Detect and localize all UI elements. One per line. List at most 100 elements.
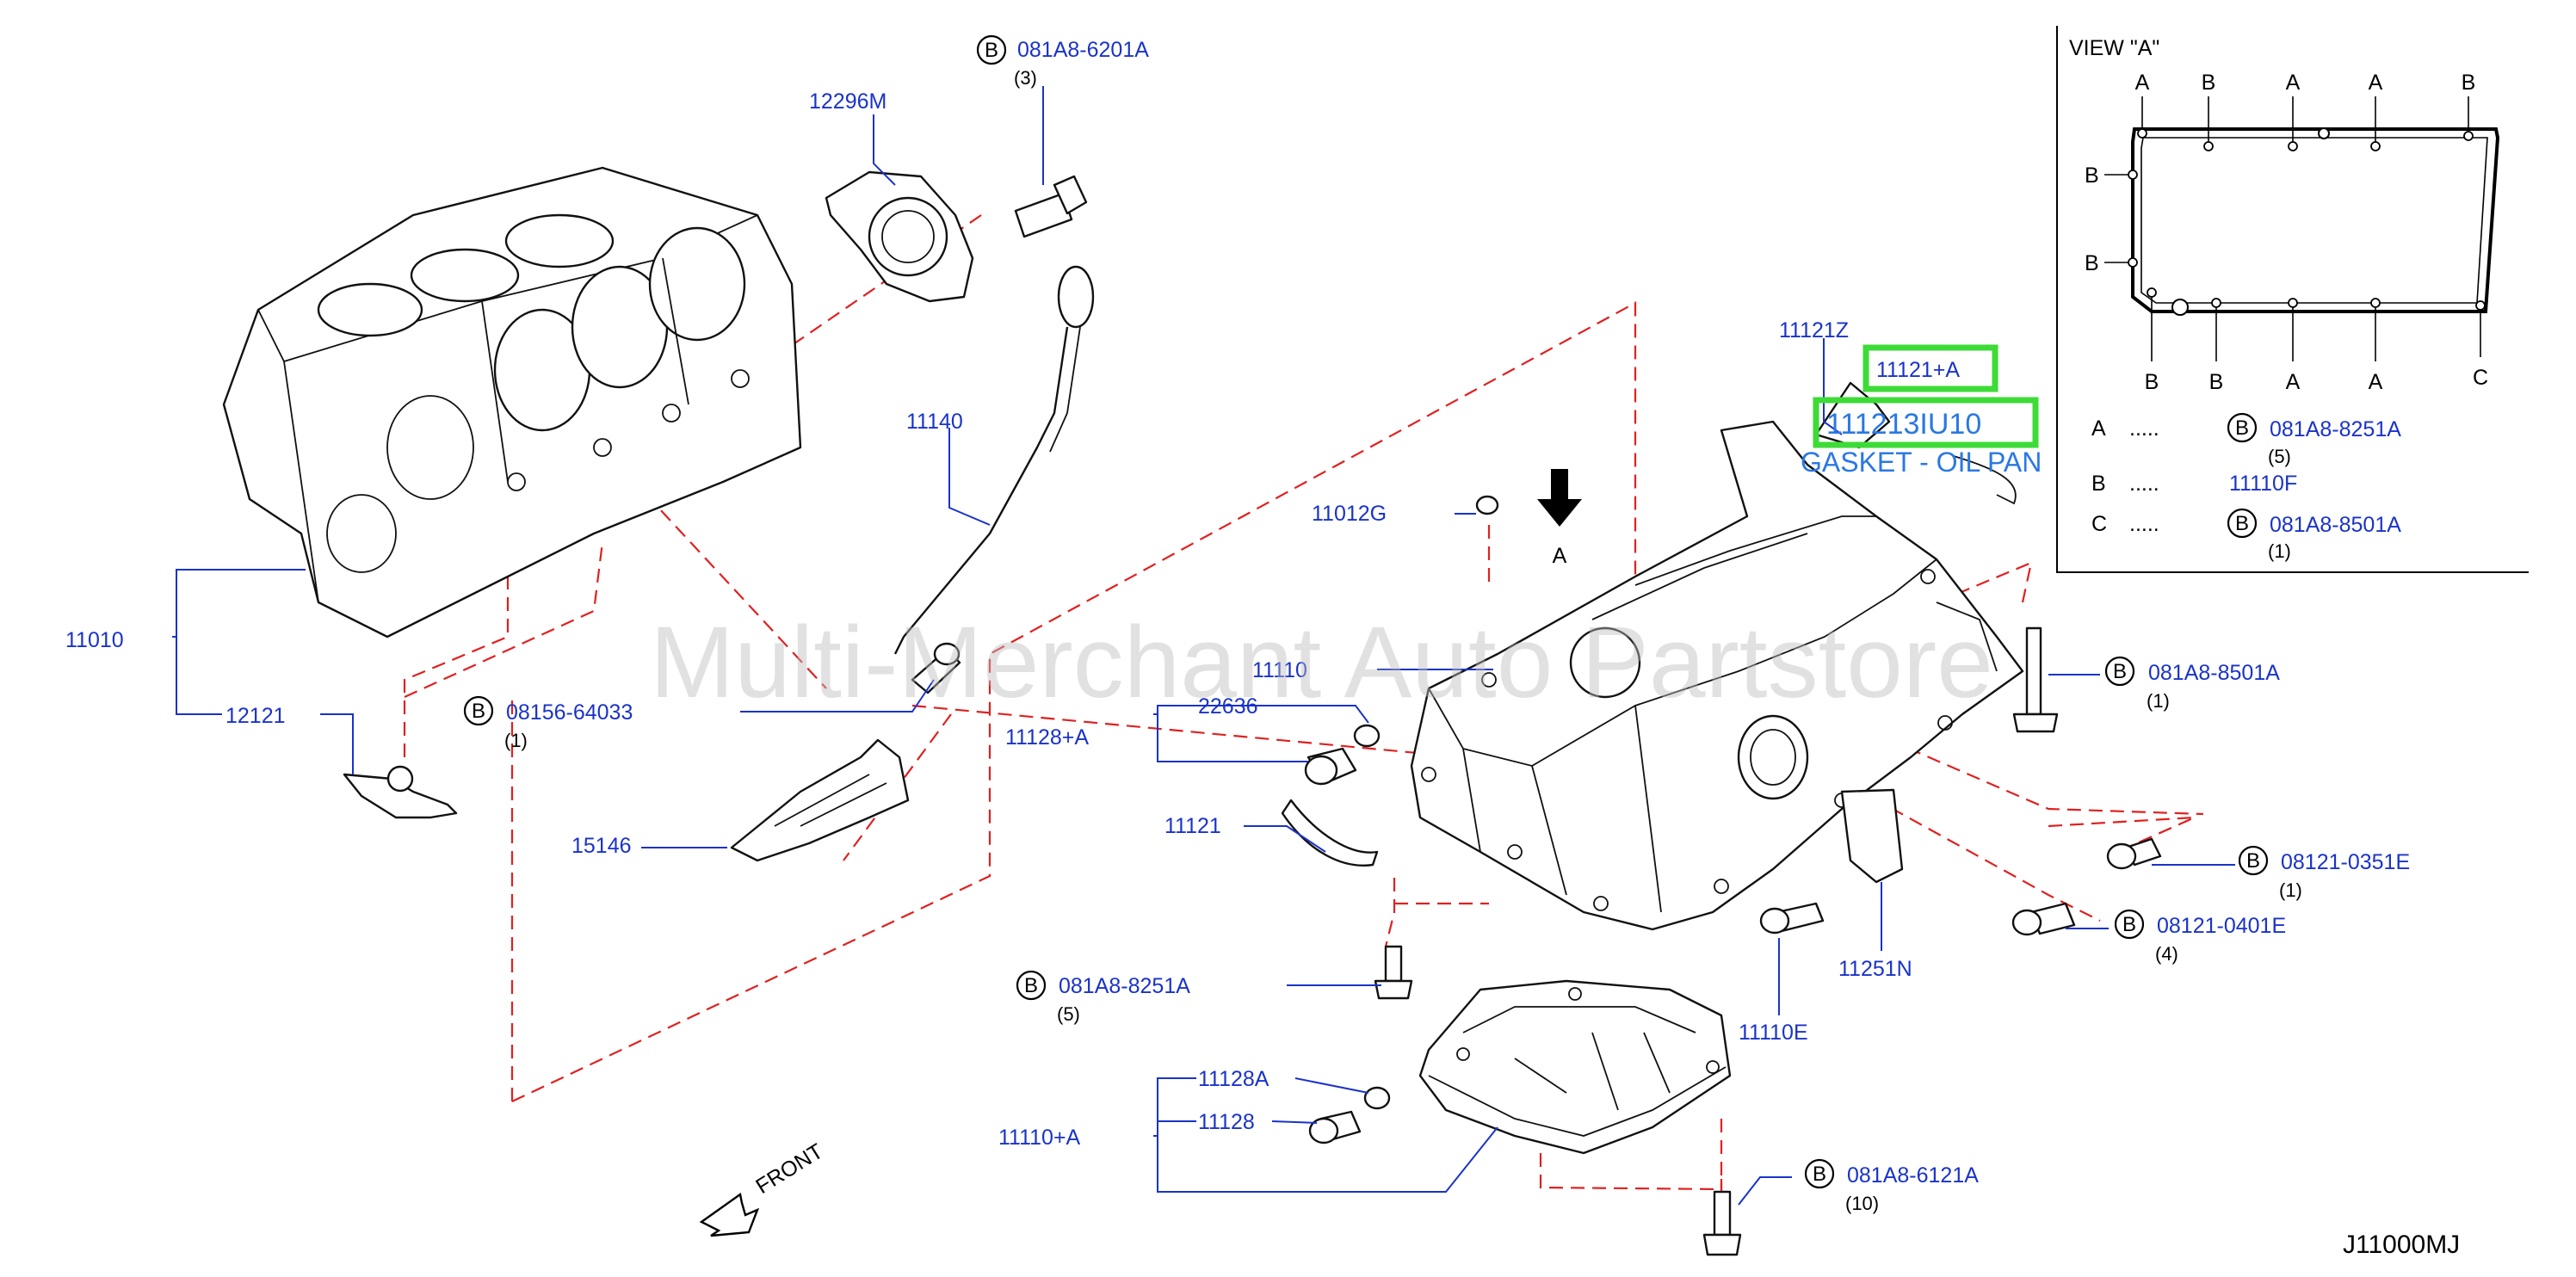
bolt-marker: B xyxy=(2235,416,2249,440)
legend-part-b[interactable]: 11110F xyxy=(2229,472,2297,496)
oil-seal-11121-part[interactable] xyxy=(1281,799,1379,867)
knock-sensor-part[interactable] xyxy=(343,765,458,819)
bolt-marker: B xyxy=(2246,849,2260,873)
label-11121[interactable]: 11121 xyxy=(1164,814,1221,838)
label-081a8-8501a[interactable]: 081A8-8501A xyxy=(2148,661,2280,685)
highlight-box-ref xyxy=(1863,344,1998,392)
view-a-title: VIEW "A" xyxy=(2069,36,2159,60)
qty-08121-0351e: (1) xyxy=(2279,879,2302,901)
label-11110e[interactable]: 11110E xyxy=(1739,1021,1808,1045)
qty-081a8-6121a: (10) xyxy=(1845,1193,1879,1214)
highlighted-part-name[interactable]: GASKET - OIL PAN xyxy=(1801,447,2042,478)
drain-plug-11128-part[interactable] xyxy=(1308,1110,1362,1144)
view-a-left-letter: B xyxy=(2085,163,2099,188)
bolt-marker: B xyxy=(1024,974,1038,997)
label-11110-a-plus[interactable]: 11110+A xyxy=(998,1126,1081,1150)
label-11140[interactable]: 11140 xyxy=(906,410,963,434)
bolt-0351e-part[interactable] xyxy=(2106,837,2162,870)
label-11121-a-plus[interactable]: 11121+A xyxy=(1876,358,1960,382)
bolt-8251a-part[interactable] xyxy=(1374,945,1413,1000)
view-a-arrow-label: A xyxy=(1553,544,1567,568)
label-11128-a-plus[interactable]: 11128+A xyxy=(1005,725,1089,750)
view-a-bottom-letter: A xyxy=(2286,370,2301,394)
legend-key-a: A xyxy=(2091,416,2106,441)
qty-081a8-8251a: (5) xyxy=(1057,1003,1080,1025)
baffle-plate-part[interactable] xyxy=(730,738,910,862)
highlight-box-part xyxy=(1813,397,2039,448)
bolt-11110e-part[interactable] xyxy=(1759,902,1825,935)
view-a-arrow: A xyxy=(1537,469,1582,568)
view-a-bottom-points: B B A A C xyxy=(2145,287,2488,394)
view-a-top-letter: B xyxy=(2462,71,2476,95)
washer-11128a-part[interactable] xyxy=(1363,1086,1391,1110)
legend-qty-c: (1) xyxy=(2268,540,2291,562)
legend-dots-c: ..... xyxy=(2129,512,2159,536)
rear-seal-retainer-part[interactable] xyxy=(825,170,974,303)
bolt-6201a-part[interactable] xyxy=(1014,175,1088,238)
view-a-bottom-letter: B xyxy=(2145,370,2159,394)
cylinder-block-part[interactable] xyxy=(222,166,802,638)
label-081a8-6121a[interactable]: 081A8-6121A xyxy=(1847,1163,1979,1188)
label-11251n[interactable]: 11251N xyxy=(1838,957,1912,981)
view-a-top-letter: A xyxy=(2286,71,2301,95)
plate-11251n-part[interactable] xyxy=(1840,788,1904,884)
legend-qty-a: (5) xyxy=(2268,446,2291,467)
view-a-inset: VIEW "A" A B A A B B xyxy=(2056,26,2529,573)
bolt-marker: B xyxy=(2122,913,2136,936)
label-11121z[interactable]: 11121Z xyxy=(1779,318,1849,342)
label-081a8-8251a[interactable]: 081A8-8251A xyxy=(1059,974,1190,998)
label-08121-0351e[interactable]: 08121-0351E xyxy=(2281,850,2410,874)
label-11128a[interactable]: 11128A xyxy=(1198,1067,1269,1091)
diagram-code: J11000MJ xyxy=(2343,1231,2460,1259)
bolt-6121a-part[interactable] xyxy=(1702,1190,1742,1256)
legend-dots-b: ..... xyxy=(2129,472,2159,496)
highlighted-part-number[interactable]: 111213IU10 xyxy=(1826,408,1981,441)
legend-part-c[interactable]: 081A8-8501A xyxy=(2270,513,2401,537)
label-08156-64033[interactable]: 08156-64033 xyxy=(506,700,633,725)
front-label: FRONT xyxy=(751,1139,827,1199)
bolt-64033-part[interactable] xyxy=(911,642,961,694)
view-a-bottom-letter: C xyxy=(2473,366,2488,390)
label-12121[interactable]: 12121 xyxy=(225,704,286,728)
bolt-marker: B xyxy=(1813,1163,1826,1186)
view-a-top-letter: A xyxy=(2369,71,2383,95)
view-a-top-letter: A xyxy=(2135,71,2150,95)
label-15146[interactable]: 15146 xyxy=(571,834,632,858)
label-081a8-6201a[interactable]: 081A8-6201A xyxy=(1017,38,1149,62)
oil-level-gauge-part[interactable] xyxy=(893,265,1095,655)
drain-plug-22636-part[interactable] xyxy=(1304,724,1381,786)
leader-lines xyxy=(172,86,2235,1206)
bolt-marker: B xyxy=(2113,660,2127,683)
bolt-marker: B xyxy=(2235,512,2249,535)
watermark: Multi-Merchant Auto Partstore xyxy=(650,606,1993,719)
legend-part-a[interactable]: 081A8-8251A xyxy=(2270,417,2401,441)
label-11128[interactable]: 11128 xyxy=(1198,1110,1255,1134)
view-a-bottom-letter: B xyxy=(2209,370,2224,394)
bolt-marker: B xyxy=(985,39,998,62)
bolt-marker: B xyxy=(472,700,485,723)
qty-08121-0401e: (4) xyxy=(2155,943,2178,965)
legend-key-b: B xyxy=(2091,472,2106,496)
view-a-left-letter: B xyxy=(2085,251,2099,275)
qty-081a8-8501a: (1) xyxy=(2147,690,2170,712)
legend-dots-a: ..... xyxy=(2129,416,2159,441)
view-a-legend: A ..... B 081A8-8251A (5) B ..... 11110F… xyxy=(2091,412,2401,562)
label-12296m[interactable]: 12296M xyxy=(809,89,886,114)
bolt-8501a-part[interactable] xyxy=(2012,626,2059,733)
label-11010[interactable]: 11010 xyxy=(65,628,124,652)
label-22636[interactable]: 22636 xyxy=(1198,694,1258,719)
label-11110[interactable]: 11110 xyxy=(1252,658,1307,682)
view-a-top-letter: B xyxy=(2202,71,2216,95)
washer-11012g-part[interactable] xyxy=(1475,495,1499,515)
legend-key-c: C xyxy=(2091,512,2107,536)
label-11012g[interactable]: 11012G xyxy=(1312,502,1387,526)
front-direction-indicator: FRONT xyxy=(699,1139,827,1237)
bolt-0401e-part[interactable] xyxy=(2011,902,2076,936)
qty-081a8-6201a: (3) xyxy=(1014,67,1037,89)
upper-oil-pan-part[interactable] xyxy=(1410,420,2024,931)
lower-oil-pan-part[interactable] xyxy=(1418,979,1732,1155)
qty-08156-64033: (1) xyxy=(504,730,528,751)
label-08121-0401e[interactable]: 08121-0401E xyxy=(2157,914,2286,938)
view-a-left-points: B B xyxy=(2085,163,2138,275)
